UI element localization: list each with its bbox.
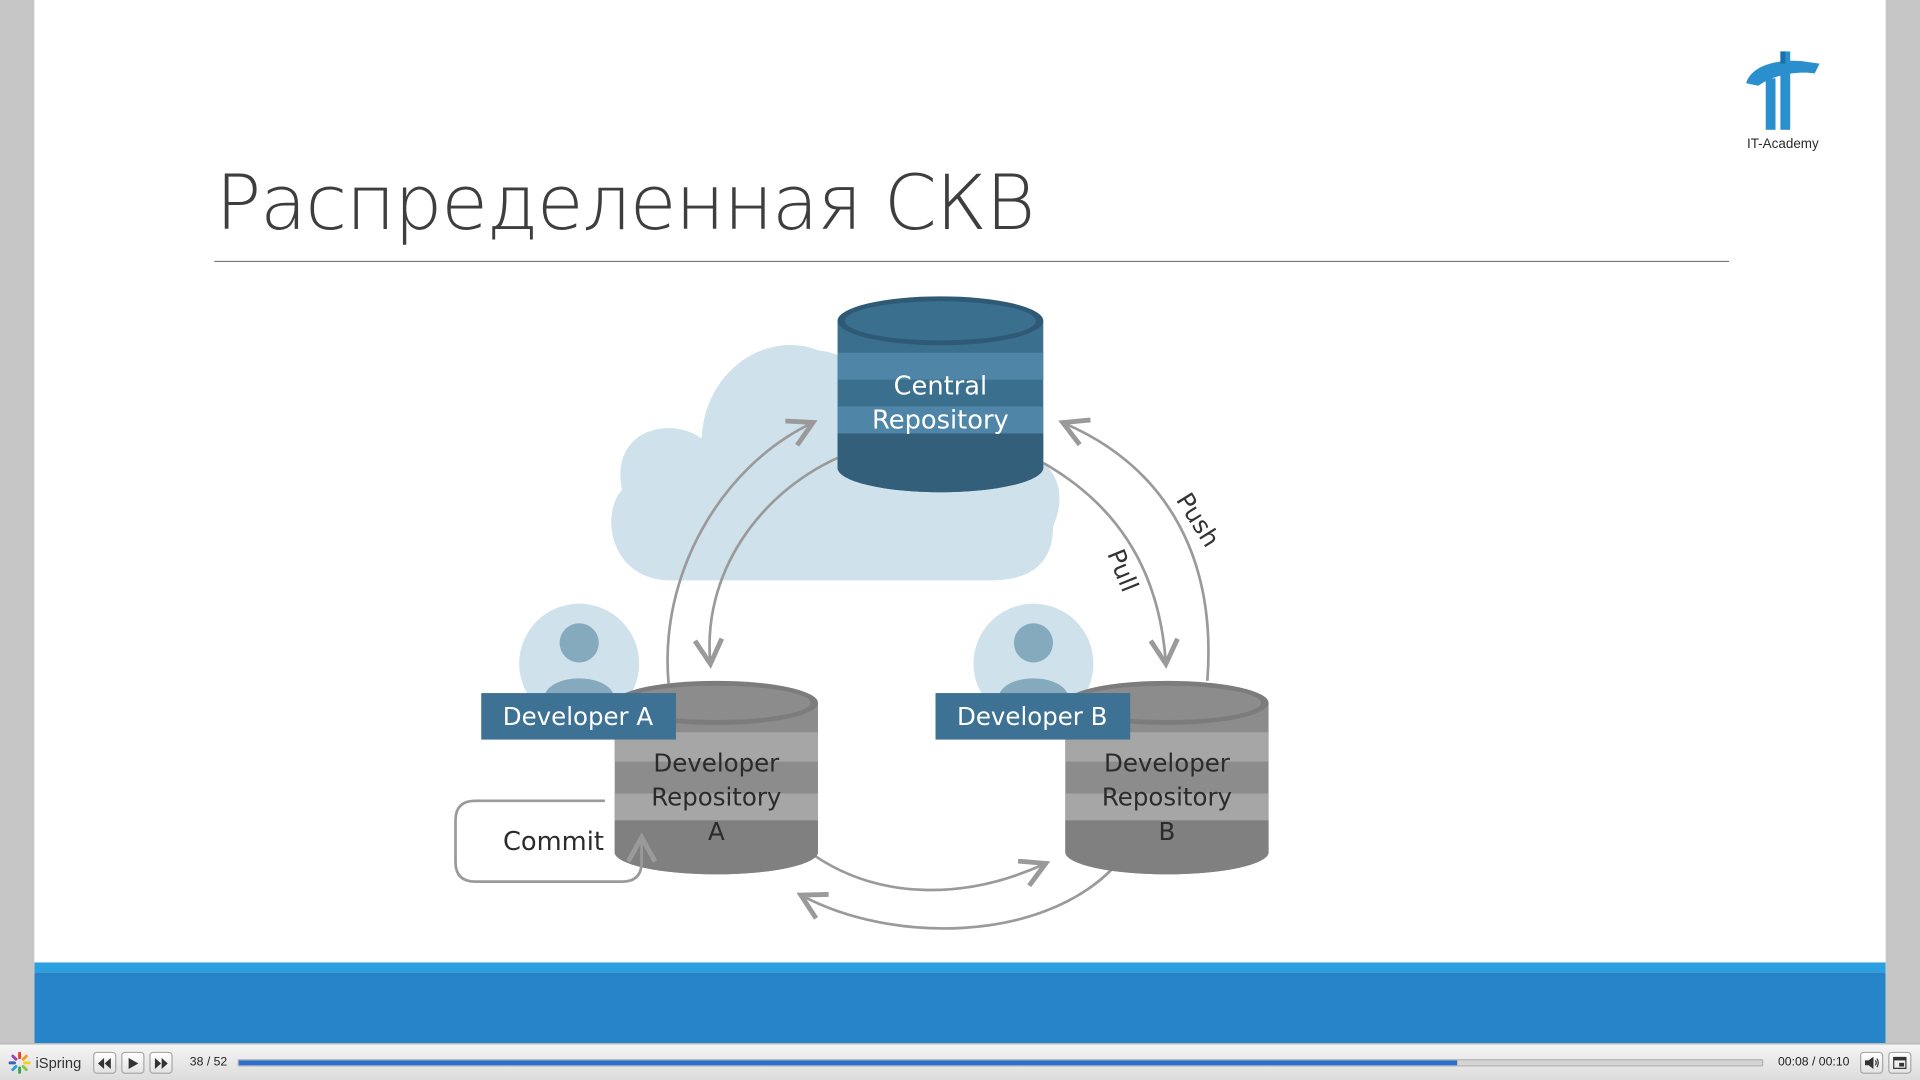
arrow-central-to-a xyxy=(692,456,839,669)
play-button[interactable] xyxy=(121,1051,145,1074)
repo-a-line1: Developer xyxy=(653,748,780,777)
dvcs-diagram: Push Pull Central Repository xyxy=(454,296,1269,930)
arrow-a-to-b xyxy=(812,853,1051,892)
it-academy-logo: IT-Academy xyxy=(1746,51,1820,151)
footer-band xyxy=(34,972,1886,1044)
repo-b-line3: B xyxy=(1159,817,1176,846)
footer-stripe xyxy=(34,962,1886,973)
central-repository: Central Repository xyxy=(837,296,1044,493)
slide-title: Распределенная СКВ xyxy=(215,157,1036,248)
push-label: Push xyxy=(1170,487,1225,552)
seek-bar[interactable] xyxy=(237,1059,1764,1067)
logo-text: IT-Academy xyxy=(1747,136,1819,151)
developer-a-label-box: Developer A xyxy=(481,693,676,740)
title-divider xyxy=(214,260,1729,263)
repo-a-line3: A xyxy=(708,817,725,846)
fullscreen-icon xyxy=(1893,1056,1907,1069)
rewind-icon xyxy=(97,1057,111,1069)
time-display: 00:08 / 00:10 xyxy=(1777,1055,1850,1069)
commit-label: Commit xyxy=(503,827,604,857)
developer-a-label: Developer A xyxy=(503,702,654,731)
developer-b-label: Developer B xyxy=(957,702,1107,731)
fast-forward-icon xyxy=(154,1057,168,1069)
slide-counter: 38 / 52 xyxy=(189,1055,228,1069)
central-repo-line2: Repository xyxy=(872,406,1009,436)
arrow-a-to-central xyxy=(666,418,818,684)
repo-b-line1: Developer xyxy=(1104,748,1231,777)
volume-button[interactable] xyxy=(1860,1051,1884,1074)
pull-label: Pull xyxy=(1101,545,1144,596)
player-toolbar: iSpring 38 / 52 00:08 / 00:10 xyxy=(0,1043,1920,1080)
next-slide-button[interactable] xyxy=(149,1051,173,1074)
central-repo-line1: Central xyxy=(894,371,988,401)
play-icon xyxy=(127,1057,138,1069)
fullscreen-button[interactable] xyxy=(1888,1051,1912,1074)
cloud-shape xyxy=(611,344,1060,581)
speaker-icon xyxy=(1864,1056,1879,1069)
arrow-central-pull-to-b xyxy=(1042,461,1180,669)
arrow-b-to-a xyxy=(796,868,1113,930)
slide: Распределенная СКВ IT-Academy xyxy=(34,0,1886,1044)
repo-b-line2: Repository xyxy=(1102,783,1232,812)
developer-b-label-box: Developer B xyxy=(935,693,1131,740)
repo-a-line2: Repository xyxy=(651,783,781,812)
seek-progress-fill xyxy=(238,1060,1458,1066)
ispring-brand[interactable]: iSpring xyxy=(7,1051,81,1075)
commit-loop: Commit xyxy=(454,799,658,883)
ispring-logo-icon xyxy=(8,1051,31,1074)
ispring-brand-label: iSpring xyxy=(35,1054,82,1072)
previous-slide-button[interactable] xyxy=(93,1051,117,1074)
arrow-b-push-to-central xyxy=(1058,417,1210,681)
